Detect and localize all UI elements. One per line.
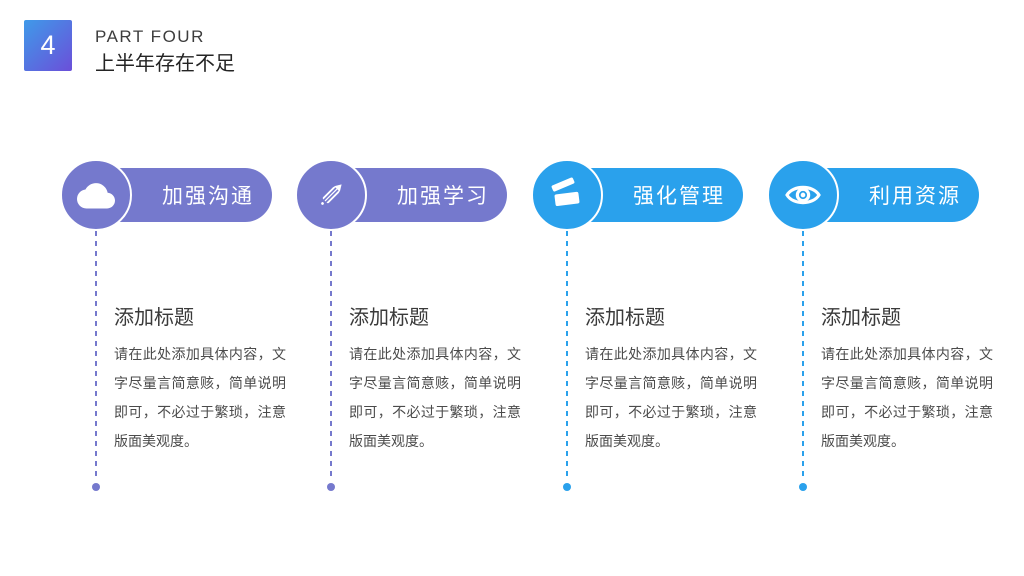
dashed-connector-line [802, 231, 804, 481]
column-management: 强化管理 添加标题 请在此处添加具体内容，文字尽量言简意赅，简单说明即可，不必过… [531, 159, 763, 519]
connector-end-dot [92, 483, 100, 491]
connector-end-dot [563, 483, 571, 491]
part-number-badge: 4 [24, 20, 72, 71]
column-learning: 加强学习 添加标题 请在此处添加具体内容，文字尽量言简意赅，简单说明即可，不必过… [295, 159, 527, 519]
pencil-icon [295, 159, 367, 231]
item-body: 请在此处添加具体内容，文字尽量言简意赅，简单说明即可，不必过于繁琐，注意版面美观… [585, 346, 757, 449]
pill-label: 加强沟通 [162, 185, 254, 208]
cloud-icon [60, 159, 132, 231]
pill-label: 强化管理 [633, 185, 725, 208]
connector-end-dot [327, 483, 335, 491]
dashed-connector-line [330, 231, 332, 481]
item-body: 请在此处添加具体内容，文字尽量言简意赅，简单说明即可，不必过于繁琐，注意版面美观… [821, 346, 993, 449]
part-label: PART FOUR [95, 27, 205, 46]
item-title: 添加标题 [349, 307, 429, 329]
item-body: 请在此处添加具体内容，文字尽量言简意赅，简单说明即可，不必过于繁琐，注意版面美观… [349, 346, 521, 449]
clapperboard-icon [531, 159, 603, 231]
item-body: 请在此处添加具体内容，文字尽量言简意赅，简单说明即可，不必过于繁琐，注意版面美观… [114, 346, 286, 449]
page-title: 上半年存在不足 [95, 53, 235, 75]
column-resources: 利用资源 添加标题 请在此处添加具体内容，文字尽量言简意赅，简单说明即可，不必过… [767, 159, 999, 519]
text-block: 添加标题 请在此处添加具体内容，文字尽量言简意赅，简单说明即可，不必过于繁琐，注… [821, 301, 1001, 456]
text-block: 添加标题 请在此处添加具体内容，文字尽量言简意赅，简单说明即可，不必过于繁琐，注… [585, 301, 765, 456]
text-block: 添加标题 请在此处添加具体内容，文字尽量言简意赅，简单说明即可，不必过于繁琐，注… [114, 301, 294, 456]
text-block: 添加标题 请在此处添加具体内容，文字尽量言简意赅，简单说明即可，不必过于繁琐，注… [349, 301, 529, 456]
part-number: 4 [40, 30, 56, 60]
item-title: 添加标题 [114, 307, 194, 329]
dashed-connector-line [566, 231, 568, 481]
pill-label: 加强学习 [397, 185, 489, 208]
eye-icon [767, 159, 839, 231]
pill-label: 利用资源 [869, 185, 961, 208]
connector-end-dot [799, 483, 807, 491]
item-title: 添加标题 [821, 307, 901, 329]
column-communication: 加强沟通 添加标题 请在此处添加具体内容，文字尽量言简意赅，简单说明即可，不必过… [60, 159, 292, 519]
dashed-connector-line [95, 231, 97, 481]
item-title: 添加标题 [585, 307, 665, 329]
